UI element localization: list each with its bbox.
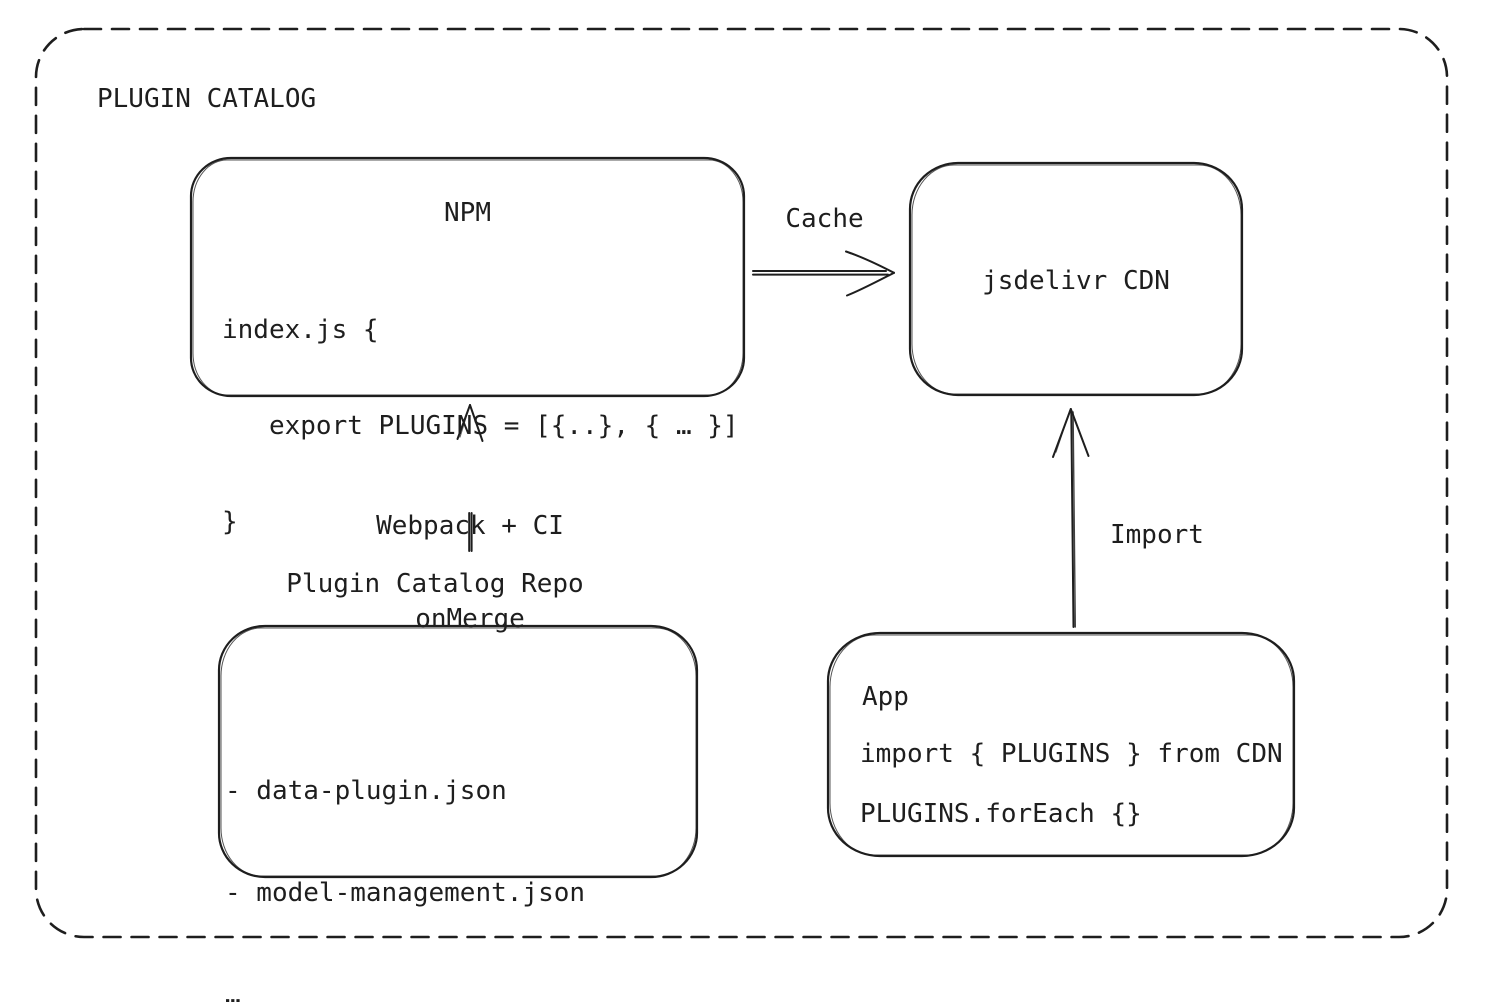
repo-file-list: - data-plugin.json - model-management.js… (225, 706, 585, 1002)
import-arrow (1052, 408, 1090, 628)
import-arrow-label: Import (1110, 520, 1204, 550)
repo-node-title: Plugin Catalog Repo (286, 569, 584, 599)
npm-code-line: } (222, 507, 238, 537)
build-arrow-label-line2: onMerge (415, 604, 525, 634)
app-node-title: App (862, 682, 909, 712)
cache-arrow-label: Cache (785, 204, 864, 234)
diagram-title: PLUGIN CATALOG (97, 84, 317, 114)
repo-file-item: - model-management.json (225, 878, 586, 908)
npm-node-title: NPM (444, 198, 491, 228)
npm-code-block: index.js { export PLUGINS = [{..}, { … }… (222, 250, 739, 602)
repo-file-item: - data-plugin.json (225, 776, 507, 806)
cdn-node-title: jsdelivr CDN (982, 266, 1170, 296)
repo-file-item: … (225, 980, 241, 1002)
app-code-line: PLUGINS.forEach {} (860, 799, 1142, 829)
cache-arrow (752, 250, 895, 297)
npm-code-line: index.js { (222, 315, 379, 345)
build-arrow-label: Webpack + CI onMerge (340, 449, 600, 697)
app-code-line: import { PLUGINS } from CDN (860, 739, 1283, 769)
npm-code-line: export PLUGINS = [{..}, { … }] (222, 411, 739, 441)
build-arrow-label-line1: Webpack + CI (376, 511, 564, 541)
